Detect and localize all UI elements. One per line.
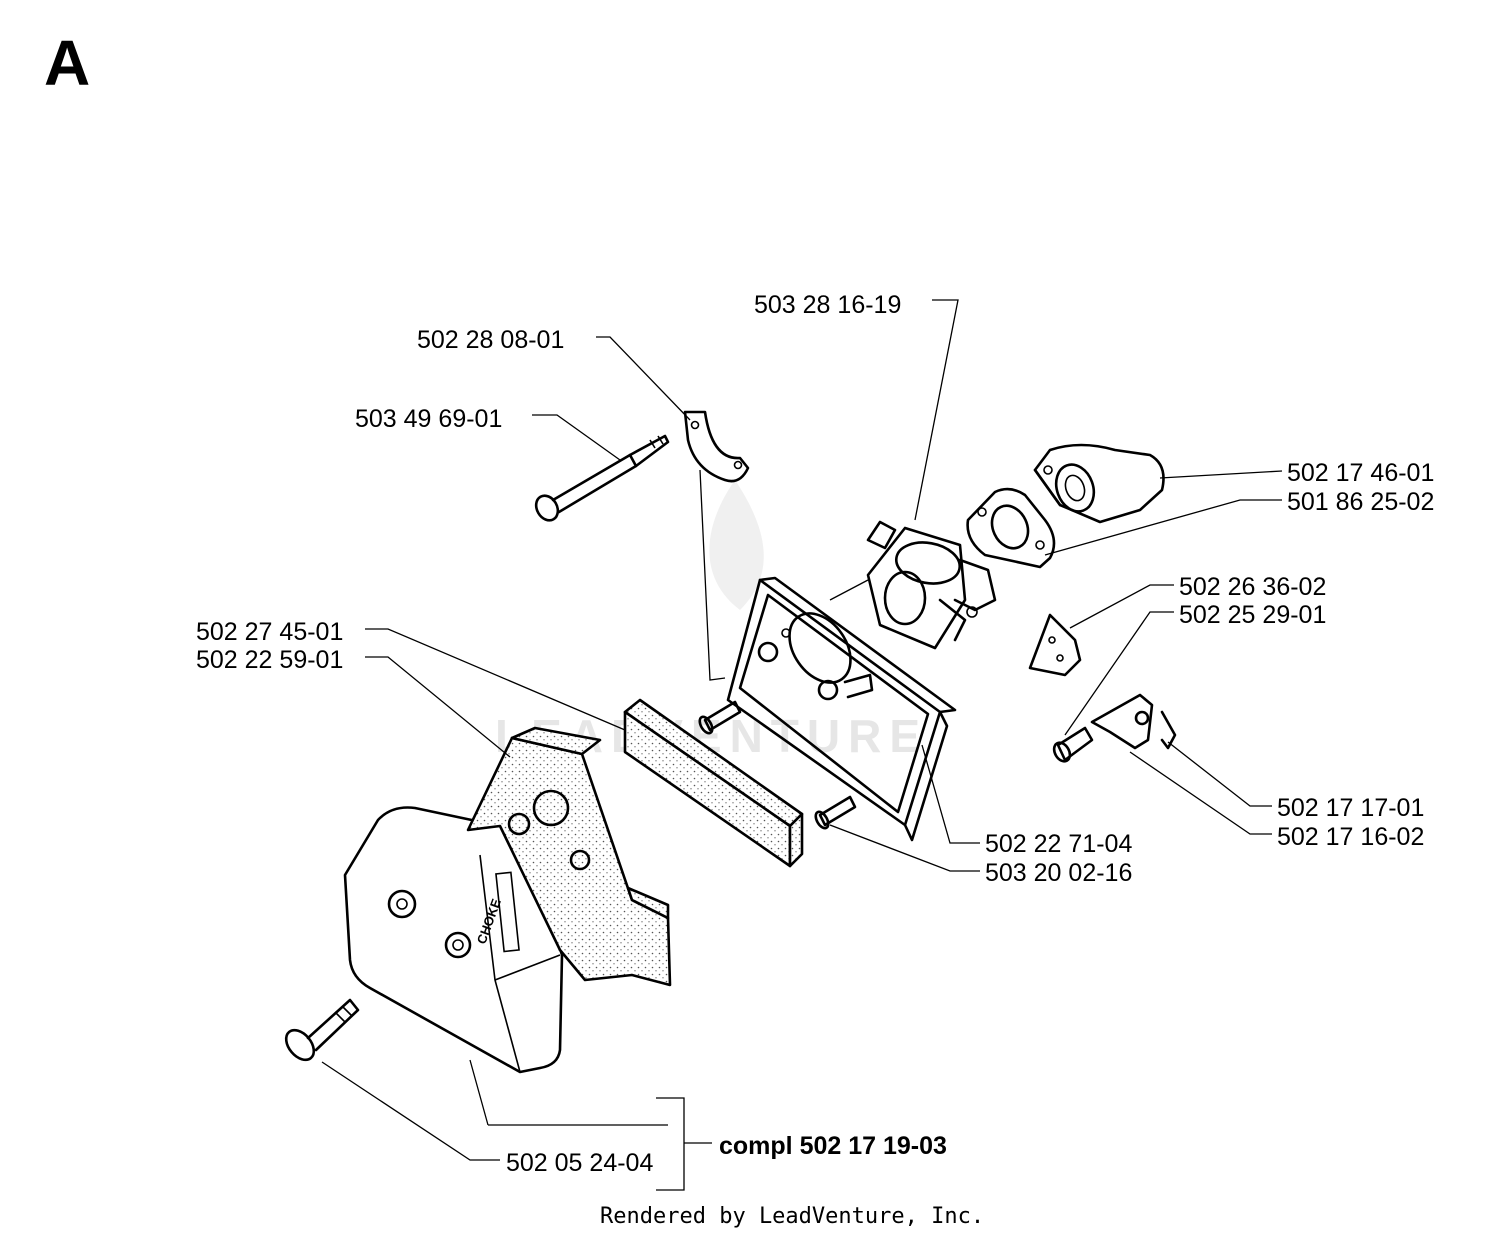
part-label-503-20-02-16: 503 20 02-16 (985, 859, 1132, 887)
part-label-502-26-36-02: 502 26 36-02 (1179, 573, 1326, 601)
part-label-503-28-16-19: 503 28 16-19 (754, 291, 901, 319)
long-bolt (534, 434, 670, 522)
foam-prefilter (466, 726, 672, 987)
part-label-502-17-16-02: 502 17 16-02 (1277, 823, 1424, 851)
assembly-label: compl 502 17 19-03 (719, 1132, 947, 1160)
choke-plate (1028, 613, 1082, 677)
part-label-502-22-71-04: 502 22 71-04 (985, 830, 1132, 858)
housing-screws (698, 700, 857, 830)
bracket (683, 410, 750, 483)
leader-lines (321, 299, 1283, 1191)
carburetor (866, 520, 997, 650)
filter-housing (726, 576, 957, 842)
part-label-502-05-24-04: 502 05 24-04 (506, 1149, 653, 1177)
part-label-502-27-45-01: 502 27 45-01 (196, 618, 343, 646)
part-label-502-25-29-01: 502 25 29-01 (1179, 601, 1326, 629)
filter-element (623, 698, 804, 868)
choke-lever (1090, 693, 1177, 750)
part-label-502-22-59-01: 502 22 59-01 (196, 646, 343, 674)
part-label-502-28-08-01: 502 28 08-01 (417, 326, 564, 354)
part-label-501-86-25-02: 501 86 25-02 (1287, 488, 1434, 516)
section-letter: A (44, 27, 90, 99)
part-label-503-49-69-01: 503 49 69-01 (355, 405, 502, 433)
part-label-502-17-17-01: 502 17 17-01 (1277, 794, 1424, 822)
choke-marking: CHOKE (474, 896, 504, 946)
credit-text: Rendered by LeadVenture, Inc. (600, 1204, 984, 1229)
watermark-flame-logo (709, 480, 764, 610)
intake-adapter (1033, 443, 1165, 524)
part-label-502-17-46-01: 502 17 46-01 (1287, 459, 1434, 487)
pin-plug (1052, 726, 1094, 763)
gasket (966, 487, 1056, 569)
cover-screw (284, 998, 360, 1062)
